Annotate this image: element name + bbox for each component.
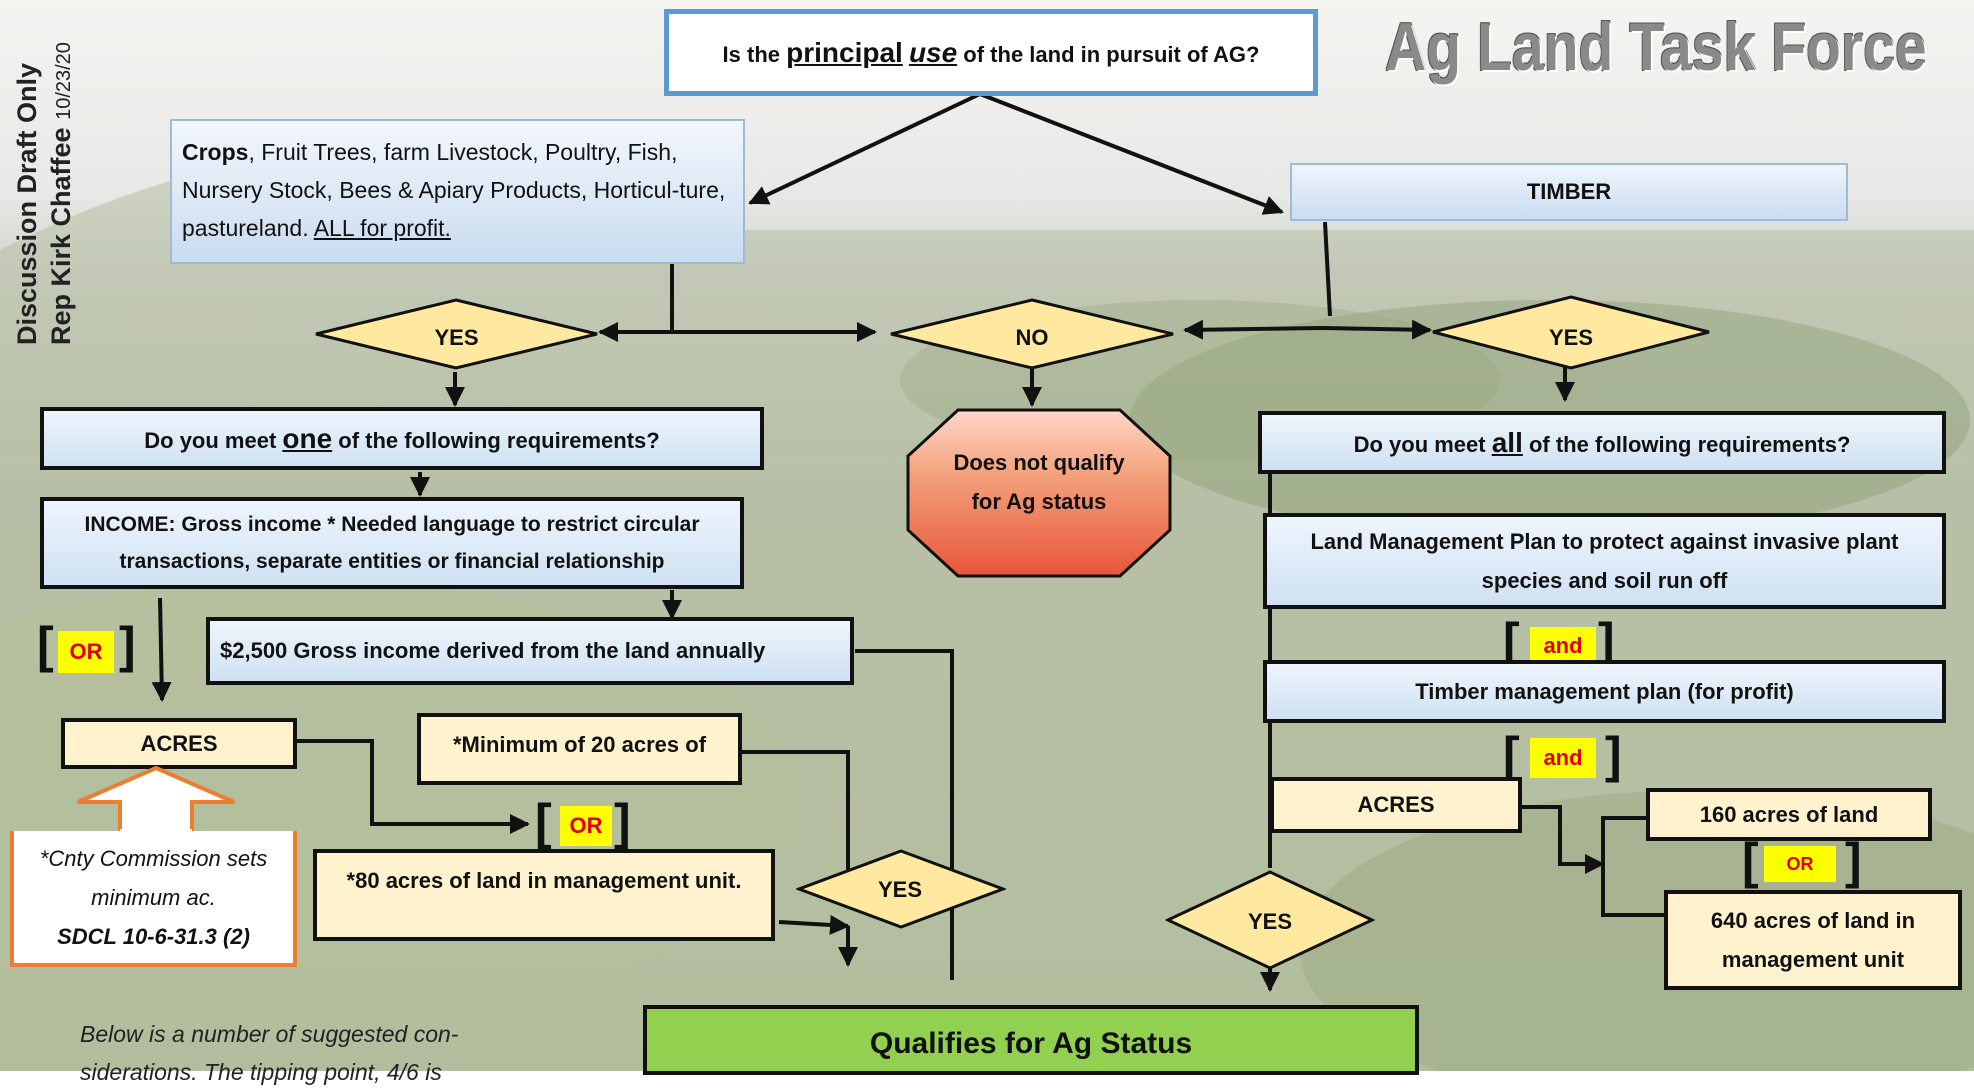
principal-word: principal xyxy=(786,36,903,68)
page-title: Ag Land Task Force xyxy=(1385,9,1927,85)
or-tag-left: OR xyxy=(58,631,114,673)
county-commission-callout: *Cnty Commission sets minimum ac. SDCL 1… xyxy=(10,831,297,967)
yes-diamond-income xyxy=(796,849,1006,929)
use-word: use xyxy=(908,36,958,68)
crops-text: , Fruit Trees, farm Livestock, Poultry, … xyxy=(182,139,726,241)
acres-160-box: 160 acres of land xyxy=(1646,788,1932,841)
acres-box-right: ACRES xyxy=(1270,777,1522,833)
does-not-qualify-text: Does not qualify for Ag status xyxy=(953,450,1125,514)
considerations-note: Below is a number of suggested con-sider… xyxy=(80,1021,459,1085)
draft-note-date: 10/23/20 xyxy=(53,42,75,120)
timber-box: TIMBER xyxy=(1290,163,1848,221)
min-20-acres-box: *Minimum of 20 acres of xyxy=(417,713,742,785)
all-for-profit: ALL for profit. xyxy=(313,215,451,241)
stop-octagon xyxy=(906,408,1172,578)
yes-diamond-timber xyxy=(1432,295,1710,370)
acres-640-box: 640 acres of land in management unit xyxy=(1664,890,1962,990)
no-diamond xyxy=(890,298,1174,370)
no-label: NO xyxy=(1015,325,1049,350)
right-requirements-question: Do you meet all of the following require… xyxy=(1258,411,1946,474)
crops-box: Crops, Fruit Trees, farm Livestock, Poul… xyxy=(170,119,745,264)
yes-income-label: YES xyxy=(877,877,923,902)
yes-timber-label: YES xyxy=(1548,325,1594,350)
one-word: one xyxy=(282,422,333,454)
yes-left-label: YES xyxy=(434,325,479,350)
acres-80-box: *80 acres of land in management unit. xyxy=(313,849,775,941)
draft-note-line2: Rep Kirk Chaffee xyxy=(46,127,76,345)
or-tag-mid: OR xyxy=(560,806,612,846)
or-tag-right: OR xyxy=(1764,846,1836,882)
land-management-plan-box: Land Management Plan to protect against … xyxy=(1263,513,1946,609)
draft-note: Discussion Draft Only Rep Kirk Chaffee 1… xyxy=(12,42,77,345)
callout-arrow-up xyxy=(77,766,235,838)
yes-diamond-acres xyxy=(1165,870,1375,970)
yes-acres-label: YES xyxy=(1247,909,1293,934)
yes-diamond-left xyxy=(315,298,598,370)
left-requirements-question: Do you meet one of the following require… xyxy=(40,407,764,470)
acres-box-left: ACRES xyxy=(61,718,297,769)
and-tag-2: and xyxy=(1530,738,1596,778)
qualifies-box: Qualifies for Ag Status xyxy=(643,1005,1419,1075)
crops-label: Crops xyxy=(182,139,249,165)
all-word: all xyxy=(1491,426,1523,458)
draft-note-line1: Discussion Draft Only xyxy=(12,62,42,345)
income-box: INCOME: Gross income * Needed language t… xyxy=(40,497,744,589)
timber-management-plan-box: Timber management plan (for profit) xyxy=(1263,660,1946,723)
and-tag-1: and xyxy=(1530,627,1596,665)
gross-2500-box: $2,500 Gross income derived from the lan… xyxy=(206,617,854,685)
principal-use-question: Is the principal use of the land in purs… xyxy=(664,9,1318,96)
